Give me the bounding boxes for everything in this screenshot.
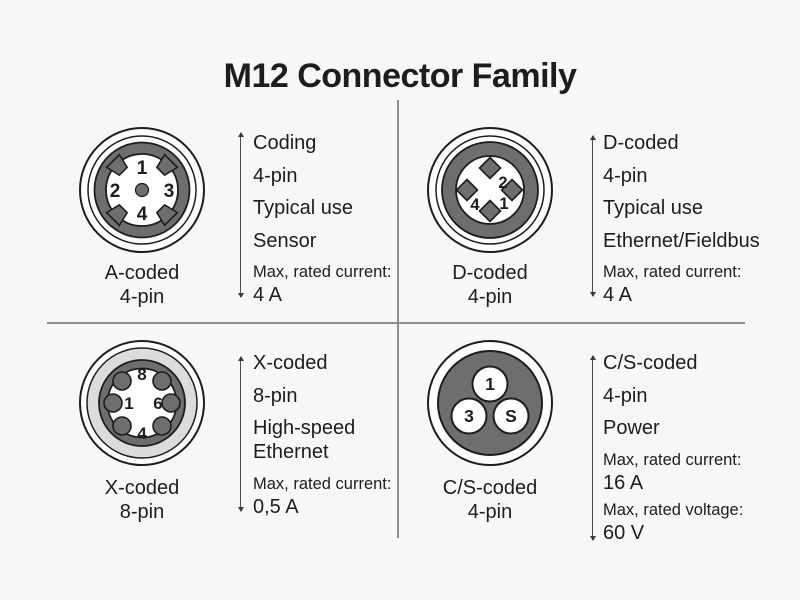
caption-line: 4-pin (467, 501, 513, 523)
spec-row: High-speed Ethernet (253, 417, 356, 463)
spec-list-a-coded: Coding 4-pin Typical use Sensor Max, rat… (253, 131, 391, 307)
page-title: M12 Connector Family (223, 57, 577, 95)
cs-coded-connector-diagram: 1 3 S (427, 340, 553, 466)
vertical-divider-line (397, 100, 399, 538)
caption-line: C/S-coded (442, 477, 538, 499)
caption-line: D-coded (452, 262, 528, 284)
spec-row: X-coded (253, 352, 328, 374)
spec-row: 4-pin (253, 164, 298, 187)
keying-tabs (105, 153, 179, 227)
pin-label: 4 (137, 204, 148, 225)
pin-label: 1 (137, 158, 148, 179)
spec-row: 8-pin (253, 384, 298, 407)
pin-label: 1 (499, 195, 508, 213)
spec-row: Power (603, 417, 660, 439)
power-pins (450, 365, 530, 435)
connector-caption-a-coded: A-coded 4-pin (42, 261, 242, 309)
max-current-value: 16 A (603, 471, 644, 494)
center-pin (134, 182, 150, 198)
spec-row: Coding (253, 132, 317, 154)
caption-line: 4-pin (119, 286, 165, 308)
max-current-value: 4 A (603, 284, 632, 306)
caption-line: A-coded (104, 262, 180, 284)
spec-row: Typical use (253, 197, 354, 219)
spec-row: D-coded (603, 132, 679, 154)
pin-label: 2 (110, 181, 121, 202)
a-coded-connector-diagram: 1 2 3 4 (79, 127, 205, 253)
dimension-line (237, 132, 244, 298)
max-current-value: 0,5 A (253, 495, 299, 518)
connector-caption-x-coded: X-coded 8-pin (42, 476, 242, 524)
connector-caption-cs-coded: C/S-coded 4-pin (390, 476, 590, 524)
d-coded-connector-diagram: 2 4 1 (427, 127, 553, 253)
max-current-label: Max, rated current: (253, 474, 392, 493)
pin-label: 1 (485, 374, 495, 394)
pin-label: 1 (124, 394, 133, 413)
max-current-label: Max, rated current: (253, 263, 392, 281)
spec-row: Sensor (253, 229, 317, 252)
pin-label: 3 (164, 181, 175, 202)
caption-line: 4-pin (467, 286, 513, 308)
spec-row: 4-pin (603, 384, 648, 407)
max-current-label: Max, rated current: (603, 263, 742, 281)
dimension-line (589, 355, 596, 541)
pin-label: S (505, 406, 517, 426)
spec-row: Typical use (603, 197, 704, 219)
dimension-line (237, 356, 244, 512)
caption-line: X-coded (104, 477, 180, 499)
spec-row: Ethernet/Fieldbus (603, 229, 760, 252)
max-voltage-label: Max, rated voltage: (603, 500, 744, 519)
spec-row: C/S-coded (603, 352, 698, 374)
horizontal-divider-line (47, 322, 745, 324)
max-current-label: Max, rated current: (603, 450, 742, 469)
spec-row: 4-pin (603, 164, 648, 187)
spec-list-d-coded: D-coded 4-pin Typical use Ethernet/Field… (603, 131, 760, 307)
pin-label: 8 (137, 365, 146, 384)
pin-label: 6 (153, 394, 162, 413)
diamond-pins (455, 156, 524, 223)
max-voltage-value: 60 V (603, 521, 645, 544)
round-pins (103, 371, 181, 436)
x-coded-connector-diagram: 8 1 6 4 (79, 340, 205, 466)
dimension-line (589, 135, 596, 297)
pin-label: 4 (137, 424, 147, 443)
max-current-value: 4 A (253, 284, 282, 306)
caption-line: 8-pin (119, 501, 165, 523)
pin-label: 2 (498, 174, 507, 192)
spec-list-x-coded: X-coded 8-pin High-speed Ethernet Max, r… (253, 351, 391, 519)
pin-label: 3 (464, 406, 474, 426)
pin-label: 4 (470, 196, 480, 214)
connector-caption-d-coded: D-coded 4-pin (390, 261, 590, 309)
spec-list-cs-coded: C/S-coded 4-pin Power Max, rated current… (603, 351, 743, 545)
